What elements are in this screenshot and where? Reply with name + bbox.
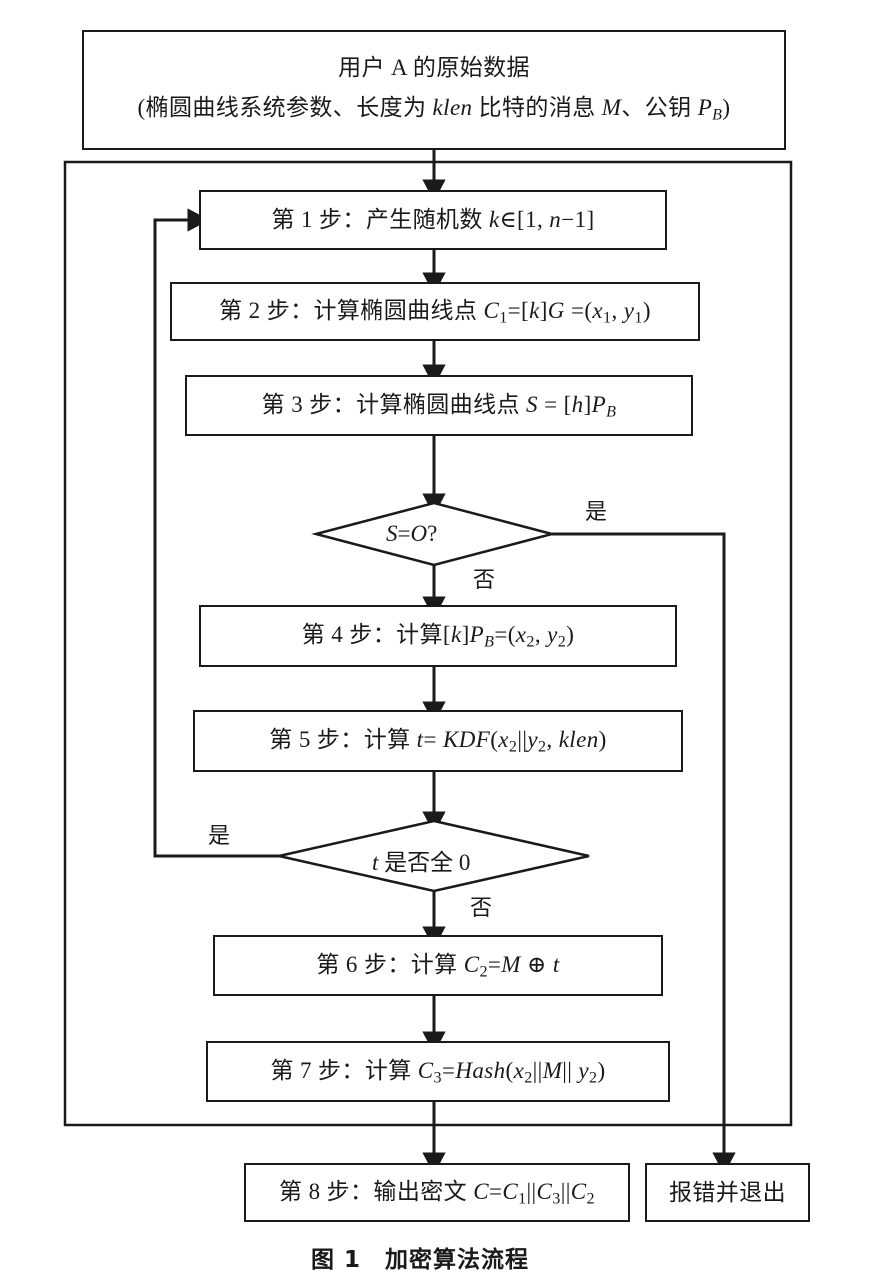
edge-decision1-yes-to-error (552, 532, 736, 1175)
step-2-label: 第 2 步：计算椭圆曲线点 C1=[k]G =(x1, y1) (219, 297, 651, 327)
process-container-border (63, 160, 793, 1127)
input-line-1: 用户 A 的原始数据 (338, 55, 530, 80)
input-line-2: (椭圆曲线系统参数、长度为 klen 比特的消息 M、公钥 PB) (137, 95, 731, 124)
step-8-label: 第 8 步：输出密文 C=C1||C3||C2 (279, 1178, 595, 1208)
step-4-label: 第 4 步：计算[k]PB=(x2, y2) (301, 622, 575, 651)
step-5-box: 第 5 步：计算 t= KDF(x2||y2, klen) (193, 710, 683, 772)
step-6-box: 第 6 步：计算 C2=M ⊕ t (213, 935, 663, 996)
error-exit-box: 报错并退出 (645, 1163, 810, 1222)
step-4-box: 第 4 步：计算[k]PB=(x2, y2) (199, 605, 677, 667)
decision1-yes-label: 是 (585, 499, 608, 524)
step-2-box: 第 2 步：计算椭圆曲线点 C1=[k]G =(x1, y1) (170, 282, 700, 341)
step-1-label: 第 1 步：产生随机数 k∈[1, n−1] (271, 207, 595, 233)
step-8-box: 第 8 步：输出密文 C=C1||C3||C2 (244, 1163, 630, 1222)
step-6-label: 第 6 步：计算 C2=M ⊕ t (316, 951, 560, 981)
decision1-text: S=O? (386, 521, 438, 546)
user-input-data-box: 用户 A 的原始数据 (椭圆曲线系统参数、长度为 klen 比特的消息 M、公钥… (82, 30, 786, 150)
error-exit-label: 报错并退出 (669, 1179, 786, 1205)
decision2-no-label: 否 (470, 895, 493, 920)
edge-decision2-yes-to-step1 (153, 208, 279, 858)
step-1-box: 第 1 步：产生随机数 k∈[1, n−1] (199, 190, 667, 250)
step-5-label: 第 5 步：计算 t= KDF(x2||y2, klen) (269, 727, 607, 756)
decision2-text: t 是否全 0 (372, 850, 471, 875)
step-3-label: 第 3 步：计算椭圆曲线点 S = [h]PB (261, 391, 617, 421)
step-7-label: 第 7 步：计算 C3=Hash(x2||M|| y2) (270, 1057, 606, 1087)
decision2-yes-label: 是 (208, 823, 231, 848)
step-7-box: 第 7 步：计算 C3=Hash(x2||M|| y2) (206, 1041, 670, 1102)
decision1-no-label: 否 (473, 567, 496, 592)
figure-caption: 图 1 加密算法流程 (311, 1247, 530, 1273)
step-3-box: 第 3 步：计算椭圆曲线点 S = [h]PB (185, 375, 693, 436)
